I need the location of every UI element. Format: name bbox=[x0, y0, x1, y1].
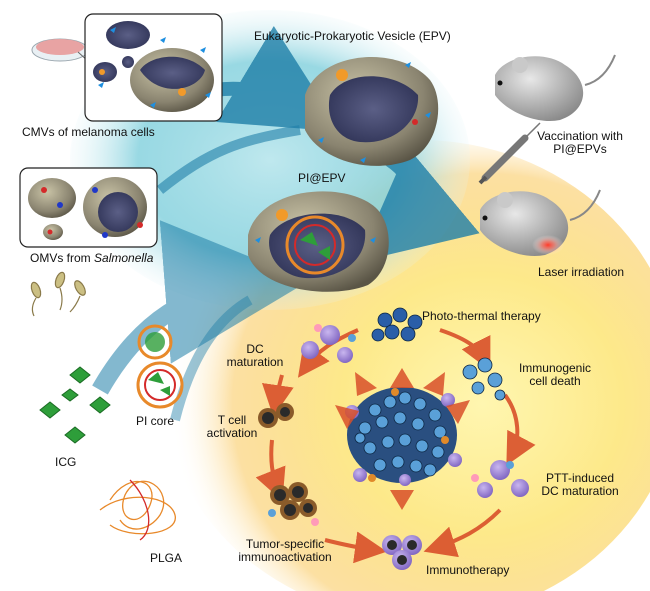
label-icd-line2: cell death bbox=[529, 374, 581, 388]
label-pi-epv: PI@EPV bbox=[298, 171, 346, 185]
label-ptt-dc-line1: PTT-induced bbox=[545, 471, 615, 485]
t-cells bbox=[258, 403, 294, 428]
cmv-inset bbox=[84, 13, 223, 122]
plga-polymer bbox=[99, 479, 176, 541]
label-cmvs: CMVs of melanoma cells bbox=[22, 125, 155, 139]
label-ptt-dc-line2: DC maturation bbox=[541, 484, 619, 498]
omv-inset bbox=[19, 167, 158, 248]
label-dc-line1: DC bbox=[246, 342, 264, 356]
tumor-mass bbox=[345, 387, 462, 486]
syringe-icon bbox=[478, 122, 541, 185]
label-tcell-line1: T cell bbox=[217, 413, 247, 427]
label-dc-maturation: DC maturation bbox=[215, 343, 295, 369]
label-vaccination-line1: Vaccination with bbox=[537, 129, 623, 143]
cycle-arrows bbox=[255, 328, 536, 564]
pi-epv-vesicle bbox=[248, 191, 389, 292]
cycle-center-arrows bbox=[335, 368, 470, 510]
label-ptt-dc: PTT-induced DC maturation bbox=[530, 472, 630, 498]
label-dc-line2: maturation bbox=[226, 355, 284, 369]
icd-cells bbox=[462, 357, 506, 401]
pi-core-particle bbox=[136, 324, 184, 409]
label-pi-core: PI core bbox=[136, 414, 175, 428]
ptt-cells bbox=[371, 307, 423, 342]
label-tumor-immunoactivation: Tumor-specific immunoactivation bbox=[225, 538, 345, 564]
laser-spot bbox=[532, 235, 564, 255]
label-ptt: Photo-thermal therapy bbox=[422, 309, 541, 323]
label-omvs-species: Salmonella bbox=[94, 251, 154, 265]
icg-molecules bbox=[39, 366, 111, 444]
dc-cells bbox=[301, 324, 356, 363]
teal-flow-band-plga bbox=[170, 295, 253, 422]
mouse-vaccination bbox=[495, 54, 616, 121]
label-icg: ICG bbox=[55, 455, 77, 469]
label-tumor-line2: immunoactivation bbox=[238, 550, 332, 564]
label-icd: Immunogenic cell death bbox=[510, 362, 600, 388]
label-omvs-prefix: OMVs from bbox=[30, 251, 95, 265]
label-immunotherapy: Immunotherapy bbox=[426, 563, 510, 577]
label-plga: PLGA bbox=[150, 551, 183, 565]
label-epv: Eukaryotic-Prokaryotic Vesicle (EPV) bbox=[254, 29, 451, 43]
immunoactivation-cells bbox=[268, 482, 319, 526]
ptt-dc-cells bbox=[471, 460, 529, 498]
label-tcell-line2: activation bbox=[206, 426, 258, 440]
label-tumor-line1: Tumor-specific bbox=[245, 537, 325, 551]
teal-flow-band-top bbox=[214, 25, 342, 132]
immunotherapy-cells bbox=[382, 535, 422, 570]
mouse-laser bbox=[480, 189, 601, 256]
teal-flow-band-omv bbox=[156, 125, 301, 194]
label-tcell: T cell activation bbox=[197, 414, 267, 440]
label-vaccination-line2: PI@EPVs bbox=[553, 142, 607, 156]
label-vaccination: Vaccination with PI@EPVs bbox=[530, 130, 630, 156]
label-icd-line1: Immunogenic bbox=[518, 361, 592, 375]
label-omvs: OMVs from Salmonella bbox=[30, 252, 153, 265]
epv-vesicle bbox=[305, 57, 439, 166]
teal-flow-band-core bbox=[92, 220, 309, 395]
teal-flow-band-epv-to-pi bbox=[357, 147, 480, 262]
label-laser: Laser irradiation bbox=[538, 265, 625, 279]
salmonella-bacteria bbox=[30, 271, 86, 317]
